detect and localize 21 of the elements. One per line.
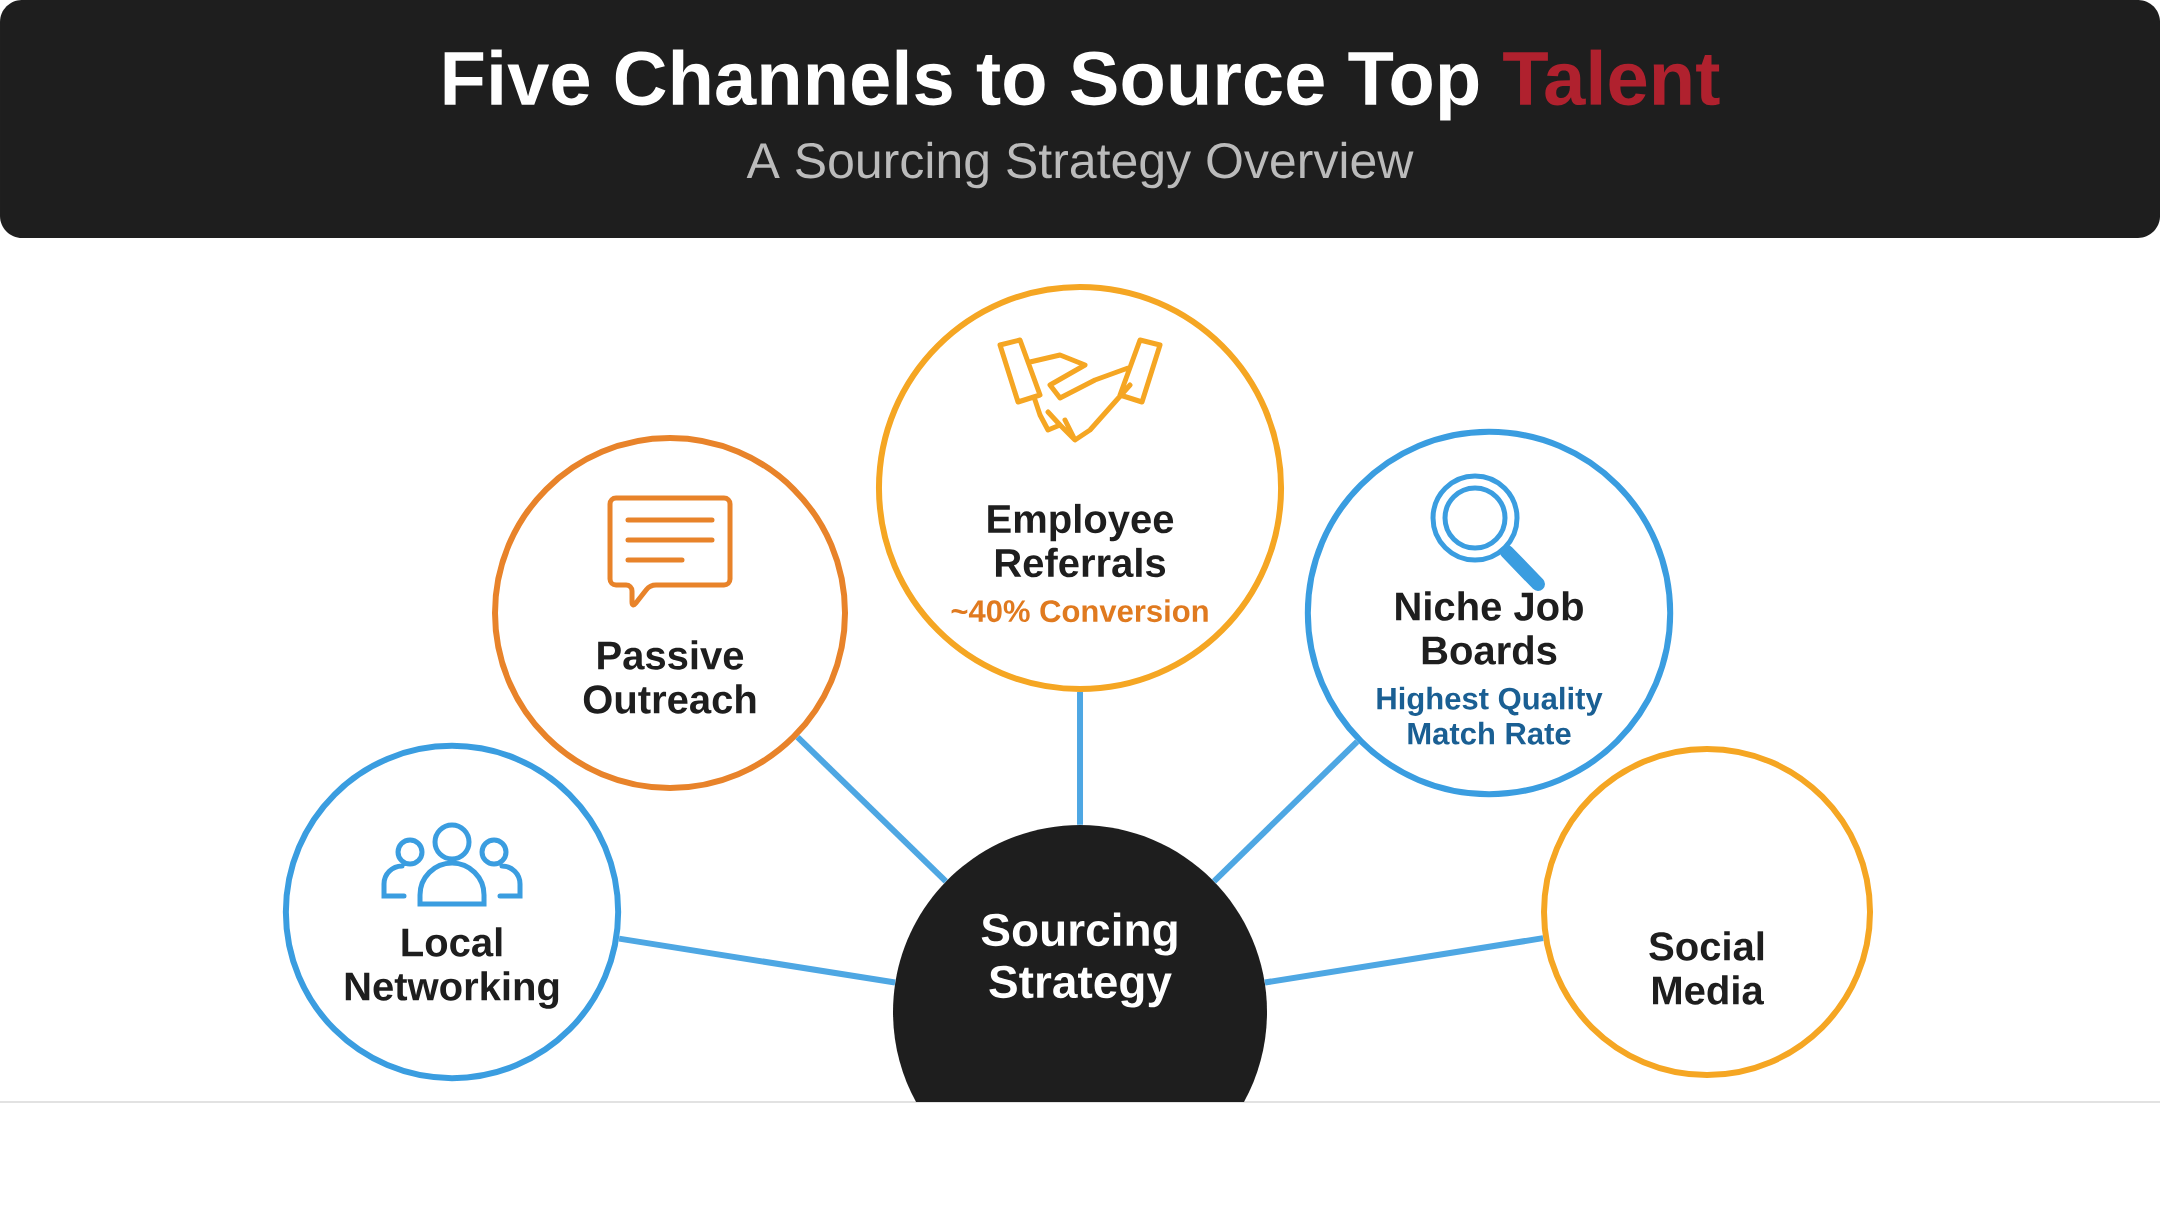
- connector-line: [1077, 692, 1083, 825]
- connector-line: [1211, 739, 1360, 884]
- node-heading: Niche Job Boards: [1396, 591, 1583, 665]
- node-subtext: Highest Quality Match Rate: [1377, 686, 1603, 745]
- node-heading: Social Media: [1649, 931, 1764, 1005]
- connector-line: [795, 735, 948, 884]
- channel-circle: [492, 435, 848, 791]
- channel-circle: [282, 742, 622, 1082]
- node-heading: Employee Referrals: [988, 503, 1174, 578]
- channel-circle: [1541, 746, 1873, 1078]
- subtitle: A Sourcing Strategy Overview: [746, 141, 1414, 189]
- node-subtext: ~40% Conversion: [951, 599, 1208, 623]
- channel-circle: [875, 283, 1285, 693]
- title-word: Talent: [1503, 49, 1720, 106]
- title: Five Channels to Source Top: [444, 49, 1479, 121]
- node-heading: Sourcing Strategy: [981, 912, 1177, 1008]
- node-heading: Passive Outreach: [583, 640, 756, 714]
- connector-line: [618, 935, 896, 986]
- node-heading: Local Networking: [345, 927, 559, 1009]
- connector-line: [1264, 935, 1544, 986]
- channel-circle: [1304, 428, 1674, 798]
